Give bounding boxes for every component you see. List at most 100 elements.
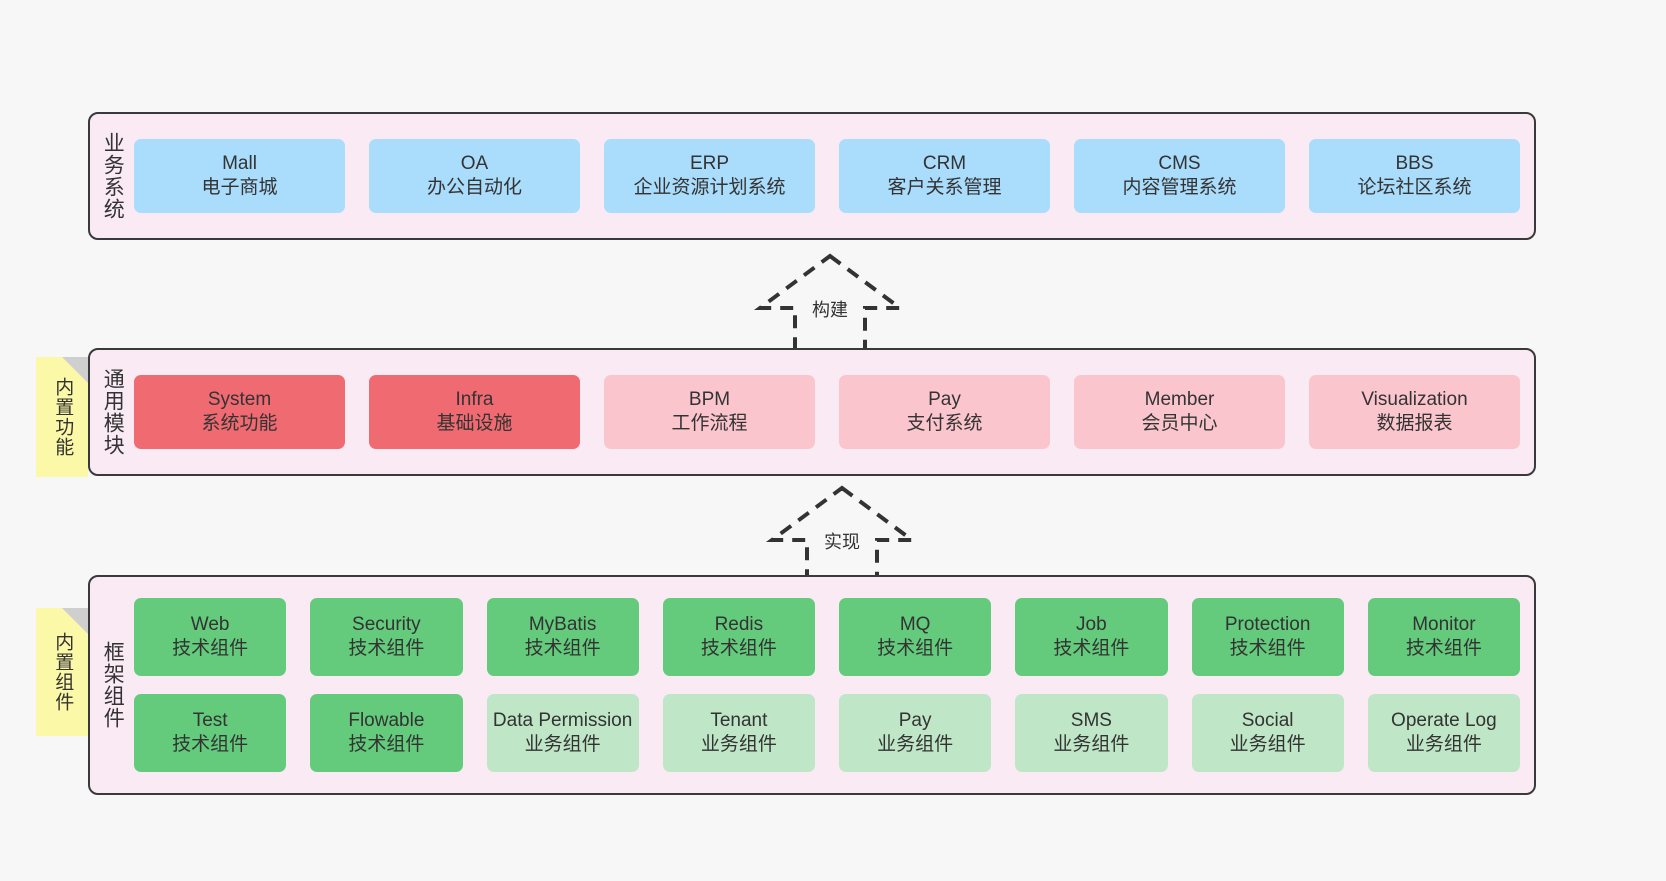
card-pay[interactable]: Pay 支付系统 (839, 375, 1050, 449)
card-title: MQ (899, 613, 931, 635)
card-title: Visualization (1361, 388, 1468, 410)
layer-body-business: Mall 电子商城 OA 办公自动化 ERP 企业资源计划系统 CRM 客户关系… (134, 114, 1534, 238)
card-job[interactable]: Job 技术组件 (1015, 598, 1168, 676)
card-title: Infra (455, 388, 494, 410)
card-subtitle: 企业资源计划系统 (633, 177, 786, 198)
card-subtitle: 客户关系管理 (887, 177, 1002, 198)
card-row: System 系统功能 Infra 基础设施 BPM 工作流程 Pay 支付系统… (134, 375, 1520, 449)
card-monitor[interactable]: Monitor 技术组件 (1367, 598, 1520, 676)
card-sms[interactable]: SMS 业务组件 (1015, 694, 1168, 772)
card-title: Protection (1224, 613, 1311, 635)
card-subtitle: 内容管理系统 (1122, 177, 1237, 198)
card-subtitle: 系统功能 (201, 413, 278, 434)
card-bpm[interactable]: BPM 工作流程 (604, 375, 815, 449)
card-title: Monitor (1412, 613, 1476, 635)
card-infra[interactable]: Infra 基础设施 (369, 375, 580, 449)
layer-label-framework: 框架组件 (101, 641, 125, 729)
card-title: System (207, 388, 272, 410)
card-oa[interactable]: OA 办公自动化 (369, 139, 580, 213)
card-subtitle: 工作流程 (671, 413, 748, 434)
card-subtitle: 业务组件 (524, 734, 601, 755)
layer-body-framework: Web 技术组件 Security 技术组件 MyBatis 技术组件 Redi… (134, 577, 1534, 793)
card-subtitle: 技术组件 (1053, 638, 1130, 659)
card-title: CRM (922, 152, 967, 174)
card-subtitle: 业务组件 (700, 734, 777, 755)
card-title: Job (1076, 613, 1107, 635)
card-title: Tenant (710, 709, 768, 731)
card-subtitle: 技术组件 (524, 638, 601, 659)
card-title: Operate Log (1391, 709, 1497, 731)
card-row: Test 技术组件 Flowable 技术组件 Data Permission … (134, 694, 1520, 772)
card-web[interactable]: Web 技术组件 (134, 598, 287, 676)
card-title: Test (192, 709, 228, 731)
card-subtitle: 技术组件 (1229, 638, 1306, 659)
card-flowable[interactable]: Flowable 技术组件 (310, 694, 463, 772)
card-test[interactable]: Test 技术组件 (134, 694, 287, 772)
card-erp[interactable]: ERP 企业资源计划系统 (604, 139, 815, 213)
card-subtitle: 论坛社区系统 (1357, 177, 1472, 198)
card-subtitle: 支付系统 (906, 413, 983, 434)
layer-common-modules: 通用模块 System 系统功能 Infra 基础设施 BPM 工作流程 Pay… (88, 348, 1536, 476)
card-redis[interactable]: Redis 技术组件 (662, 598, 815, 676)
card-data-permission[interactable]: Data Permission 业务组件 (486, 694, 639, 772)
card-member[interactable]: Member 会员中心 (1074, 375, 1285, 449)
card-cms[interactable]: CMS 内容管理系统 (1074, 139, 1285, 213)
card-title: SMS (1070, 709, 1112, 731)
sticky-note-text: 内置功能 (52, 377, 74, 457)
card-subtitle: 数据报表 (1376, 413, 1453, 434)
card-subtitle: 电子商城 (201, 177, 278, 198)
card-subtitle: 技术组件 (700, 638, 777, 659)
card-pay-component[interactable]: Pay 业务组件 (839, 694, 992, 772)
card-mq[interactable]: MQ 技术组件 (839, 598, 992, 676)
card-title: Redis (714, 613, 764, 635)
card-operate-log[interactable]: Operate Log 业务组件 (1367, 694, 1520, 772)
card-title: BBS (1395, 152, 1434, 174)
layer-business-systems: 业务系统 Mall 电子商城 OA 办公自动化 ERP 企业资源计划系统 CRM… (88, 112, 1536, 240)
implement-arrow-label: 实现 (824, 532, 860, 552)
card-title: OA (460, 152, 489, 174)
card-tenant[interactable]: Tenant 业务组件 (662, 694, 815, 772)
card-protection[interactable]: Protection 技术组件 (1191, 598, 1344, 676)
card-subtitle: 技术组件 (348, 734, 425, 755)
card-title: MyBatis (528, 613, 597, 635)
layer-label-common: 通用模块 (101, 368, 125, 456)
layer-label-business: 业务系统 (101, 132, 125, 220)
card-subtitle: 技术组件 (348, 638, 425, 659)
card-subtitle: 业务组件 (1405, 734, 1482, 755)
card-title: Flowable (348, 709, 425, 731)
card-subtitle: 业务组件 (1053, 734, 1130, 755)
sticky-note-text: 内置组件 (52, 632, 74, 712)
card-title: Security (352, 613, 421, 635)
card-mall[interactable]: Mall 电子商城 (134, 139, 345, 213)
card-title: Social (1241, 709, 1294, 731)
card-bbs[interactable]: BBS 论坛社区系统 (1309, 139, 1520, 213)
card-subtitle: 会员中心 (1141, 413, 1218, 434)
card-title: ERP (689, 152, 730, 174)
card-subtitle: 技术组件 (172, 734, 249, 755)
fold-corner-icon (62, 357, 88, 383)
card-row: Mall 电子商城 OA 办公自动化 ERP 企业资源计划系统 CRM 客户关系… (134, 139, 1520, 213)
layer-body-common: System 系统功能 Infra 基础设施 BPM 工作流程 Pay 支付系统… (134, 350, 1534, 474)
card-mybatis[interactable]: MyBatis 技术组件 (486, 598, 639, 676)
card-title: Web (190, 613, 230, 635)
build-arrow: 构建 (740, 250, 920, 360)
card-row: Web 技术组件 Security 技术组件 MyBatis 技术组件 Redi… (134, 598, 1520, 676)
card-subtitle: 技术组件 (1405, 638, 1482, 659)
card-subtitle: 业务组件 (1229, 734, 1306, 755)
card-title: CMS (1158, 152, 1201, 174)
card-crm[interactable]: CRM 客户关系管理 (839, 139, 1050, 213)
sticky-note-builtin-function: 内置功能 (36, 357, 88, 477)
build-arrow-label: 构建 (812, 300, 848, 320)
card-title: Data Permission (492, 709, 633, 731)
card-visualization[interactable]: Visualization 数据报表 (1309, 375, 1520, 449)
card-security[interactable]: Security 技术组件 (310, 598, 463, 676)
layer-framework-components: 框架组件 Web 技术组件 Security 技术组件 MyBatis 技术组件… (88, 575, 1536, 795)
card-title: Member (1144, 388, 1215, 410)
card-subtitle: 办公自动化 (426, 177, 522, 198)
fold-corner-icon (62, 608, 88, 634)
card-subtitle: 技术组件 (172, 638, 249, 659)
card-social[interactable]: Social 业务组件 (1191, 694, 1344, 772)
card-system[interactable]: System 系统功能 (134, 375, 345, 449)
card-title: Pay (898, 709, 932, 731)
